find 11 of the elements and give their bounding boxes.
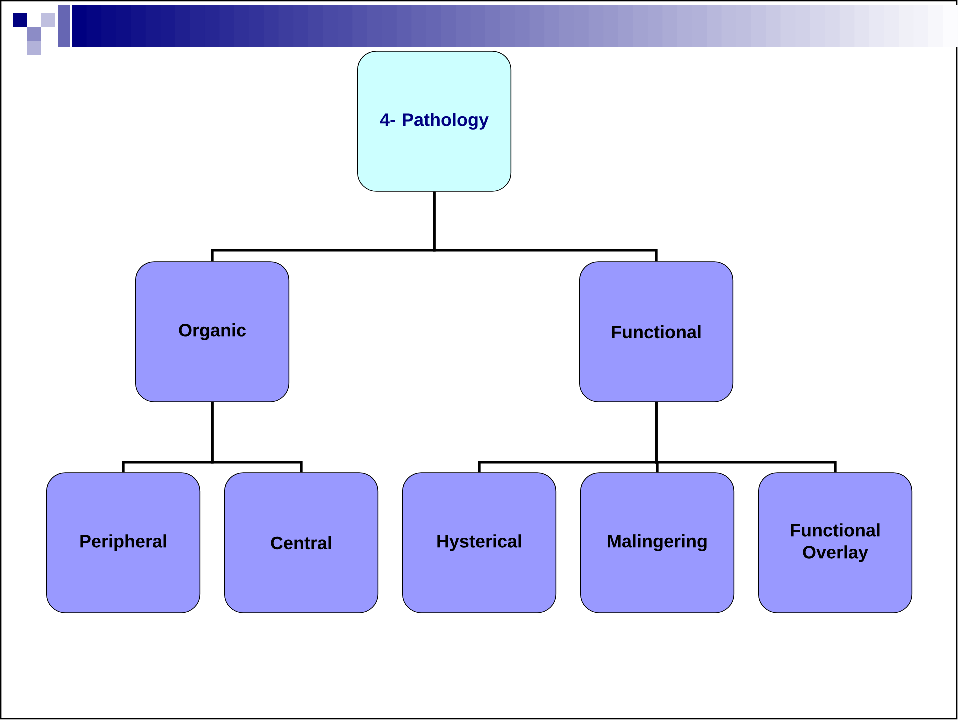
box: Malingering bbox=[580, 472, 735, 614]
box: Peripheral bbox=[46, 472, 201, 614]
box: Functional Overlay bbox=[758, 472, 913, 614]
box: Hysterical bbox=[402, 472, 557, 614]
connector bbox=[211, 402, 303, 473]
connector bbox=[655, 402, 837, 473]
box: 4- Pathology bbox=[357, 51, 512, 192]
connector bbox=[433, 192, 658, 262]
box: Central bbox=[224, 472, 379, 614]
box: Functional bbox=[579, 262, 734, 402]
box: Organic bbox=[135, 262, 290, 402]
